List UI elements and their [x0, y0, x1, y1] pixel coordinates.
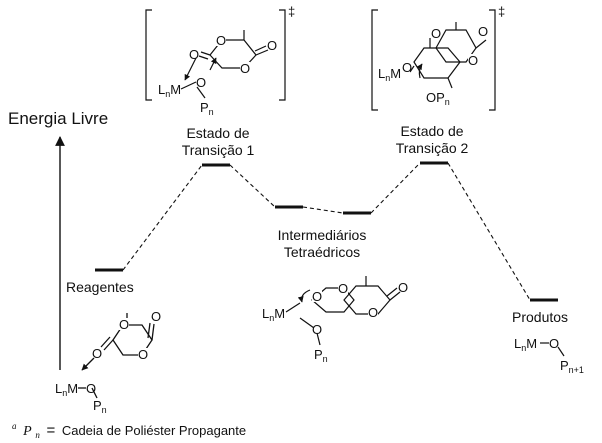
svg-text:O: O: [151, 309, 161, 324]
svg-text:Pn+1: Pn+1: [560, 358, 584, 375]
footnote: a P n = Cadeia de Poliéster Propagante: [12, 417, 246, 441]
svg-text:O: O: [431, 26, 441, 41]
structure-intermediate: O O O O LnM O Pn: [262, 276, 408, 364]
svg-text:O: O: [119, 317, 129, 332]
svg-text:LnM: LnM: [55, 381, 78, 398]
energy-axis-label: Energia Livre: [8, 109, 108, 128]
label-ts1-line2: Transição 1: [182, 142, 255, 158]
structure-ts2: O O O O LnM OPn ‡: [372, 4, 505, 110]
svg-text:O: O: [478, 24, 488, 39]
structure-reagentes: O O O O LnM O Pn: [55, 309, 161, 415]
structure-ts1: O O O O LnM O Pn ‡: [146, 4, 295, 117]
label-reagentes: Reagentes: [66, 279, 134, 295]
svg-text:O: O: [196, 75, 206, 90]
svg-text:LnM: LnM: [262, 306, 285, 323]
label-ts2-line1: Estado de: [400, 123, 463, 139]
svg-text:O: O: [468, 53, 478, 68]
svg-text:LnM: LnM: [378, 66, 401, 83]
svg-text:O: O: [240, 61, 250, 76]
svg-text:OPn: OPn: [426, 90, 450, 107]
label-int-line2: Tetraédricos: [284, 244, 360, 260]
svg-text:O: O: [402, 60, 412, 75]
svg-text:LnM: LnM: [514, 336, 537, 353]
structure-produtos: LnM O Pn+1: [514, 336, 584, 375]
svg-text:O: O: [86, 381, 96, 396]
svg-text:O: O: [267, 38, 277, 53]
label-ts2-line2: Transição 2: [396, 140, 469, 156]
svg-text:O: O: [549, 336, 559, 351]
label-ts1-line1: Estado de: [186, 125, 249, 141]
svg-text:O: O: [216, 33, 226, 48]
svg-text:O: O: [312, 322, 322, 337]
svg-text:O: O: [189, 47, 199, 62]
svg-text:‡: ‡: [288, 4, 295, 19]
svg-text:Pn: Pn: [200, 100, 214, 117]
label-produtos: Produtos: [512, 309, 568, 325]
svg-text:Pn: Pn: [93, 398, 107, 415]
svg-text:LnM: LnM: [158, 82, 181, 99]
label-int-line1: Intermediários: [278, 227, 367, 243]
svg-text:O: O: [92, 346, 102, 361]
svg-text:Pn: Pn: [314, 347, 328, 364]
svg-text:O: O: [368, 305, 378, 320]
svg-text:O: O: [312, 289, 322, 304]
svg-text:‡: ‡: [498, 4, 505, 19]
svg-text:O: O: [338, 281, 348, 296]
svg-text:O: O: [398, 280, 408, 295]
svg-text:O: O: [138, 347, 148, 362]
